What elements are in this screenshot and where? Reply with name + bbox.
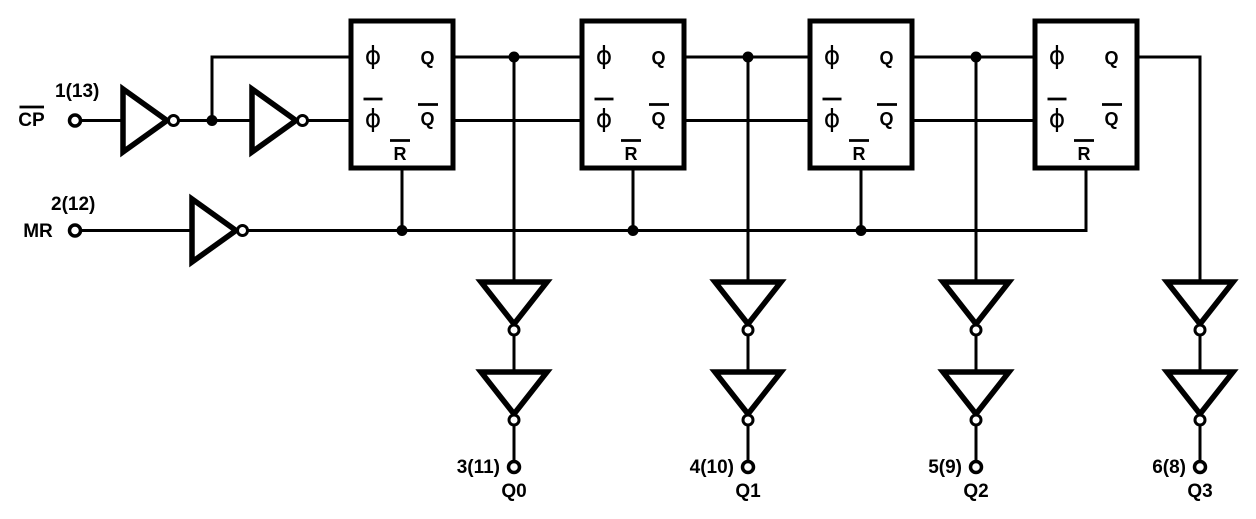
flipflop-1: ϕ Q ϕ Q R [348, 18, 456, 171]
mr-inverter [189, 193, 249, 268]
reset-bar-label: R [1078, 144, 1091, 164]
flipflop-box [1032, 18, 1140, 171]
mr-input-terminal [67, 223, 83, 238]
phi-bar-input-label: ϕ [1049, 104, 1066, 133]
q0-pin-number: 3(11) [457, 457, 500, 478]
q0-junction-dot [508, 51, 520, 63]
output-buffer-chain-q2: 5(9) Q2 [928, 279, 1015, 502]
cp-pin-number: 1(13) [55, 81, 99, 102]
flipflop-2: ϕ Q ϕ Q R [579, 18, 687, 171]
cp-inverter-2 [249, 83, 309, 158]
phi-input-label: ϕ [596, 41, 613, 70]
inversion-bubble [741, 413, 755, 427]
buffer-inverter-triangle [1161, 369, 1239, 419]
q-bar-output-label: Q [879, 109, 893, 129]
cp-branch-to-phi-wire [210, 55, 360, 121]
inversion-bubble [167, 114, 180, 127]
reset-junction-dot-1 [396, 225, 408, 236]
reset-junction-dot-2 [627, 225, 639, 236]
buffer-inverter-triangle [709, 369, 787, 419]
inversion-bubble [507, 413, 521, 427]
flipflop-box [348, 18, 456, 171]
inversion-bubble [1193, 323, 1207, 337]
q2-pin-number: 5(9) [928, 457, 962, 478]
q-output-label: Q [879, 48, 893, 68]
phi-input-label: ϕ [365, 41, 382, 70]
wires [80, 55, 1202, 282]
flipflop-box [579, 18, 687, 171]
q1-junction-dot [742, 51, 754, 63]
buffer-inverter-triangle [1161, 279, 1239, 329]
output-buffer-chain-q0: 3(11) Q0 [457, 279, 553, 502]
phi-bar-input-label: ϕ [824, 104, 841, 133]
phi-input-label: ϕ [824, 41, 841, 70]
q-bar-output-label: Q [1104, 109, 1118, 129]
inverter-triangle [189, 193, 241, 268]
cp-junction-dot [206, 115, 218, 126]
reset-junction-dot-3 [855, 225, 867, 236]
mr-reset-bus-wire [80, 162, 1088, 232]
phi-bar-input-label: ϕ [365, 104, 382, 133]
buffer-inverter-triangle [937, 369, 1015, 419]
q-output-label: Q [651, 48, 665, 68]
inverter-triangle [249, 83, 301, 158]
q-output-label: Q [420, 48, 434, 68]
reset-bar-label: R [853, 144, 866, 164]
inversion-bubble [969, 323, 983, 337]
q1-output-name: Q1 [735, 481, 761, 502]
buffer-inverter-triangle [937, 279, 1015, 329]
inverter-triangle [120, 83, 172, 158]
buffer-inverter-triangle [475, 369, 553, 419]
inversion-bubble [236, 224, 249, 237]
inversion-bubble [969, 413, 983, 427]
output-buffer-chain-q1: 4(10) Q1 [690, 279, 787, 502]
cp-label: CP [18, 110, 45, 131]
q2-output-name: Q2 [963, 481, 988, 502]
inversion-bubble [296, 114, 309, 127]
reset-bar-label: R [394, 144, 407, 164]
phi-input-label: ϕ [1049, 41, 1066, 70]
reset-bar-label: R [625, 144, 638, 164]
junction-dots [206, 51, 982, 236]
mr-pin-number: 2(12) [51, 194, 95, 215]
flipflop-4: ϕ Q ϕ Q R [1032, 18, 1140, 171]
buffer-inverter-triangle [475, 279, 553, 329]
q3-output-terminal [1192, 459, 1208, 475]
phi-bar-input-label: ϕ [596, 104, 613, 133]
q2-junction-dot [970, 51, 982, 63]
buffer-inverter-triangle [709, 279, 787, 329]
q3-output-name: Q3 [1187, 481, 1212, 502]
mr-label: MR [23, 221, 53, 242]
flipflop-3: ϕ Q ϕ Q R [807, 18, 915, 171]
q-bar-output-label: Q [420, 109, 434, 129]
q1-pin-number: 4(10) [690, 457, 734, 478]
cp-inverter-1 [120, 83, 180, 158]
q0-output-name: Q0 [501, 481, 526, 502]
cp-input-terminal [67, 113, 83, 128]
inversion-bubble [1193, 413, 1207, 427]
q3-pin-number: 6(8) [1152, 457, 1186, 478]
q1-output-terminal [740, 459, 756, 475]
q3-drop-wire [1132, 55, 1202, 282]
q2-output-terminal [968, 459, 984, 475]
flipflop-box [807, 18, 915, 171]
q0-output-terminal [506, 459, 522, 475]
q-bar-output-label: Q [651, 109, 665, 129]
output-buffer-chain-q3: 6(8) Q3 [1152, 279, 1239, 502]
inversion-bubble [741, 323, 755, 337]
q-output-label: Q [1104, 48, 1118, 68]
inversion-bubble [507, 323, 521, 337]
